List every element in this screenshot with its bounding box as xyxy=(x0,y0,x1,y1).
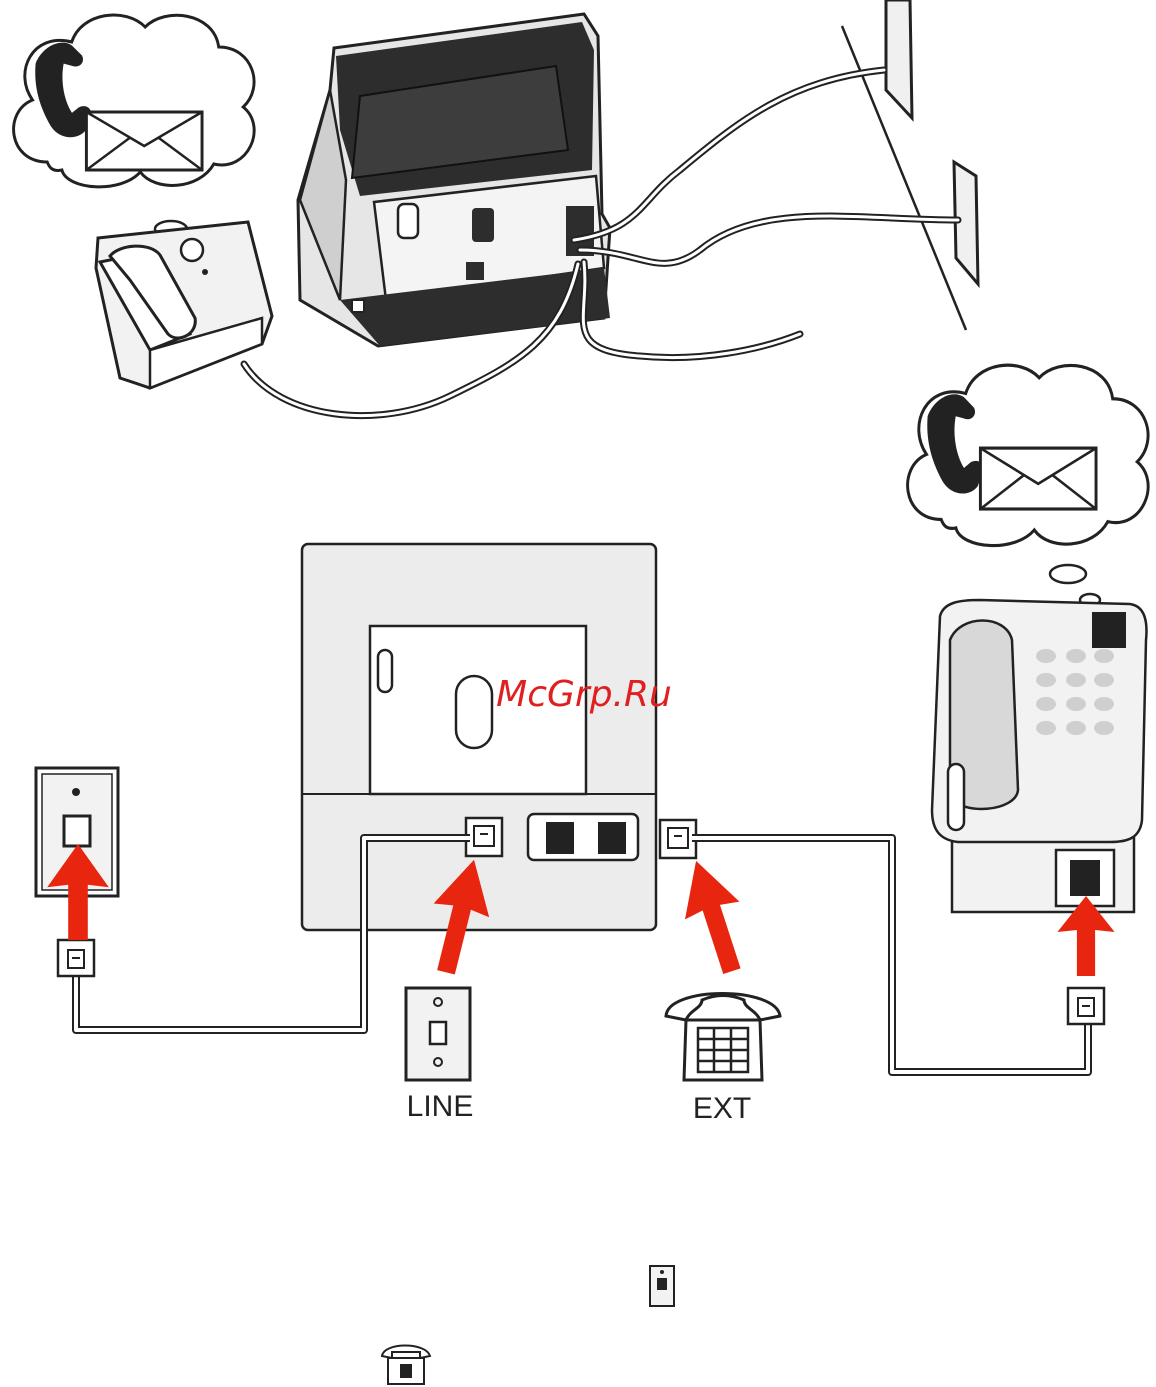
ext-label: EXT xyxy=(693,1092,751,1125)
wall-socket-upper xyxy=(886,0,912,118)
printer-rear-view xyxy=(298,14,610,346)
thought-bubble-dot xyxy=(1050,565,1086,583)
ext-port xyxy=(660,820,696,858)
watermark-text: McGrp.Ru xyxy=(496,674,672,715)
fax-thought-cloud-icon xyxy=(14,15,255,187)
wall-jack-icon xyxy=(650,1266,674,1306)
rj11-plug-right xyxy=(1068,988,1104,1024)
line-label: LINE xyxy=(407,1090,474,1123)
telephone-keypad xyxy=(932,600,1146,912)
wall-jack-icon xyxy=(406,988,470,1080)
printer-front-panel xyxy=(302,544,656,930)
rj11-plug-left xyxy=(58,940,94,976)
telephone-icon xyxy=(382,1346,430,1385)
fax-thought-cloud-icon xyxy=(908,365,1149,545)
telephone-icon xyxy=(666,994,780,1081)
line-port xyxy=(466,818,502,856)
arrow-to-ext-port xyxy=(669,852,759,980)
